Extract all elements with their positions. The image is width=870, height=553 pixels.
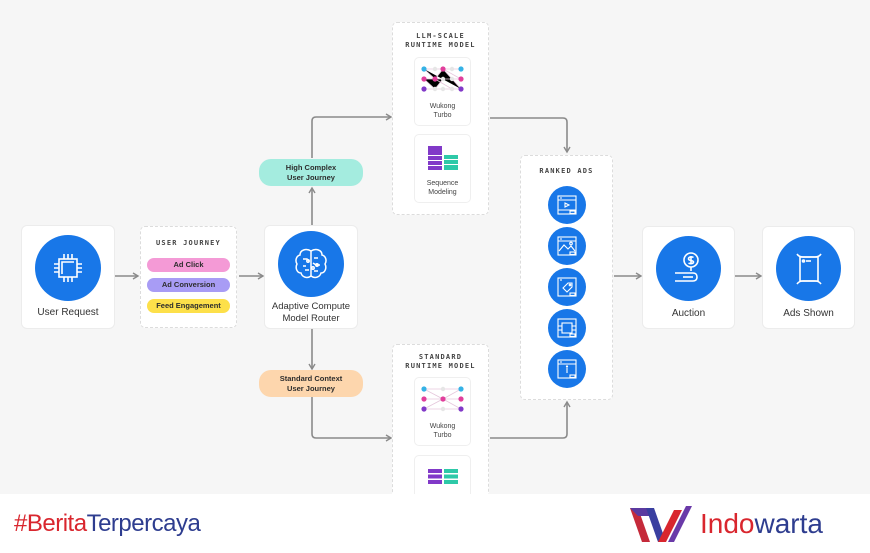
standard-wukong-line2: Turbo: [433, 432, 452, 439]
llm-model-sequence-modeling: Sequence Modeling: [415, 135, 470, 202]
llm-sequence-line2: Modeling: [428, 189, 457, 196]
sequence-blocks-icon: [428, 146, 458, 170]
hashtag-blue-part: Terpercaya: [86, 510, 201, 537]
journey-pill-ad-conversion: Ad Conversion: [147, 278, 230, 292]
network-icon: [421, 386, 464, 412]
router-node: Adaptive Compute Model Router: [265, 226, 357, 328]
arrow-stdmodel-to-ranked: [490, 400, 571, 439]
standard-runtime-title-line1: STANDARD: [418, 353, 463, 361]
hashtag-hash: #: [14, 510, 27, 537]
screen-icon: [776, 236, 841, 301]
auction-label: Auction: [671, 308, 706, 319]
ranked-ads-group: RANKED ADS: [520, 155, 613, 400]
arrow-standard-to-stdmodel: [311, 396, 393, 442]
indowarta-wordmark: Indowarta: [700, 508, 823, 540]
standard-context-branch: Standard Context User Journey: [259, 370, 363, 397]
user-request-label: User Request: [37, 307, 99, 318]
ranked-ads-title: RANKED ADS: [539, 167, 594, 175]
auction-node: Auction: [643, 227, 734, 328]
video-ad-icon: [548, 186, 586, 224]
llm-wukong-line2: Turbo: [433, 112, 452, 119]
standard-branch-line1: Standard Context: [279, 373, 343, 383]
hashtag-slogan: #BeritaTerpercaya: [14, 510, 201, 538]
network-icon: [421, 66, 464, 92]
high-branch-line2: User Journey: [287, 172, 335, 182]
user-request-node: User Request: [22, 226, 114, 328]
llm-model-wukong-turbo: Wukong Turbo: [415, 58, 470, 125]
brand-red-part: Indo: [700, 508, 755, 539]
high-complex-branch: High Complex User Journey: [259, 159, 363, 186]
llm-runtime-title-line2: RUNTIME MODEL: [405, 41, 476, 49]
standard-branch-line2: User Journey: [287, 383, 335, 393]
arrow-high-to-llm: [311, 113, 393, 158]
hand-dollar-icon: [656, 236, 721, 301]
brand-blue-part: warta: [754, 508, 823, 539]
sequence-blocks-icon: [428, 469, 458, 484]
image-ad-icon: [548, 227, 586, 265]
tag-ad-icon: [548, 268, 586, 306]
arrow-llm-to-ranked: [490, 117, 571, 154]
brain-icon: [278, 231, 344, 297]
indowarta-logo-icon: [630, 506, 692, 542]
diagram-canvas: User Request USER JOURNEY Ad Click Ad Co…: [22, 22, 854, 494]
llm-wukong-line1: Wukong: [429, 103, 456, 110]
ads-shown-label: Ads Shown: [783, 308, 834, 319]
journey-pill-ad-click: Ad Click: [147, 258, 230, 272]
router-label-line1: Adaptive Compute: [271, 301, 351, 312]
user-journey-title: USER JOURNEY: [156, 239, 221, 247]
high-branch-line1: High Complex: [285, 162, 337, 172]
footer-banner: #BeritaTerpercaya Indowarta: [0, 494, 870, 553]
router-label-line2: Model Router: [282, 313, 340, 324]
ads-shown-node: Ads Shown: [763, 227, 854, 328]
standard-wukong-line1: Wukong: [429, 423, 456, 430]
flow-arrows: [114, 113, 763, 442]
chip-icon: [35, 235, 101, 301]
user-journey-node: USER JOURNEY Ad Click Ad Conversion Feed…: [140, 226, 237, 328]
carousel-ad-icon: [548, 309, 586, 347]
standard-runtime-model-group: STANDARD RUNTIME MODEL Wukong Turbo: [392, 344, 489, 494]
llm-runtime-title-line1: LLM-SCALE: [416, 32, 465, 40]
llm-sequence-line1: Sequence: [426, 180, 459, 187]
hashtag-red-part: Berita: [26, 510, 87, 537]
llm-runtime-model-group: LLM-SCALE RUNTIME MODEL Wukong Turbo: [392, 22, 489, 215]
standard-model-sequence: [415, 456, 470, 494]
standard-runtime-title-line2: RUNTIME MODEL: [405, 362, 476, 370]
info-ad-icon: [548, 350, 586, 388]
standard-model-wukong-turbo: Wukong Turbo: [415, 378, 470, 445]
journey-pill-feed-engagement: Feed Engagement: [147, 299, 230, 313]
